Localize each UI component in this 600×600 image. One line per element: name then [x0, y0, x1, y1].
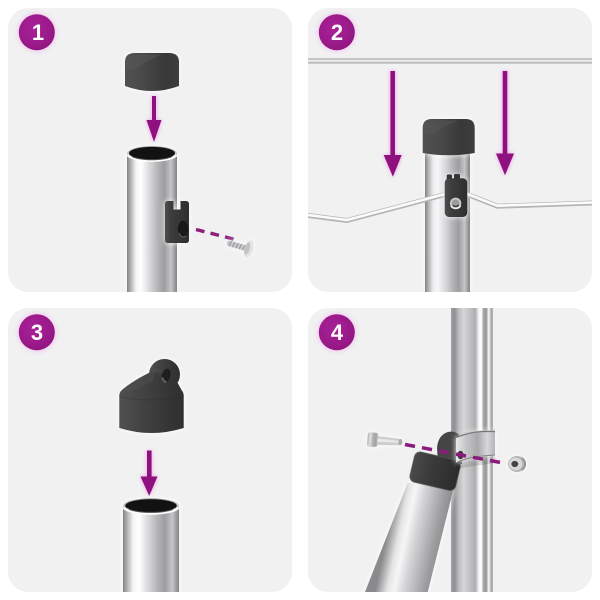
svg-text:1: 1	[32, 20, 44, 45]
svg-text:3: 3	[31, 320, 43, 345]
svg-text:2: 2	[331, 20, 343, 45]
svg-text:4: 4	[331, 320, 344, 345]
